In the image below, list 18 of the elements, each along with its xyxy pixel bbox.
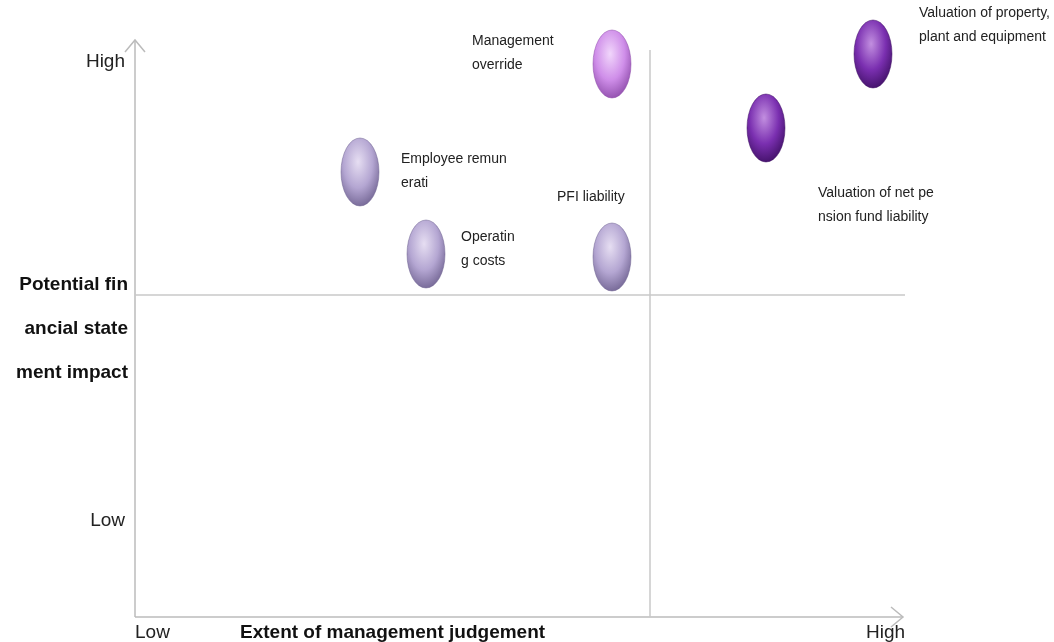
risk-bubble [746,93,786,163]
axis-label: Low [135,620,170,642]
risk-bubble [853,19,893,89]
risk-bubble [340,137,380,207]
bubble-label: Valuation of net pension fund liability [818,183,935,226]
axis-label: Low [89,508,125,532]
axis-title: Extent of management judgement [240,620,546,642]
risk-bubble [592,29,632,99]
bubble-label: Operating costs [461,227,516,270]
bubble-label: Employee remunerati [401,149,508,192]
risk-bubble [406,219,446,289]
bubble-label: PFI liability [557,187,626,206]
axis-label: High [84,49,125,73]
bubble-label: Management override [472,31,554,74]
risk-bubble [592,222,632,292]
axis-title: Potential financial statement impact [15,272,128,384]
axis-label: High [866,620,906,642]
bubble-label: Valuation of property, plant and equipment [919,3,1051,46]
